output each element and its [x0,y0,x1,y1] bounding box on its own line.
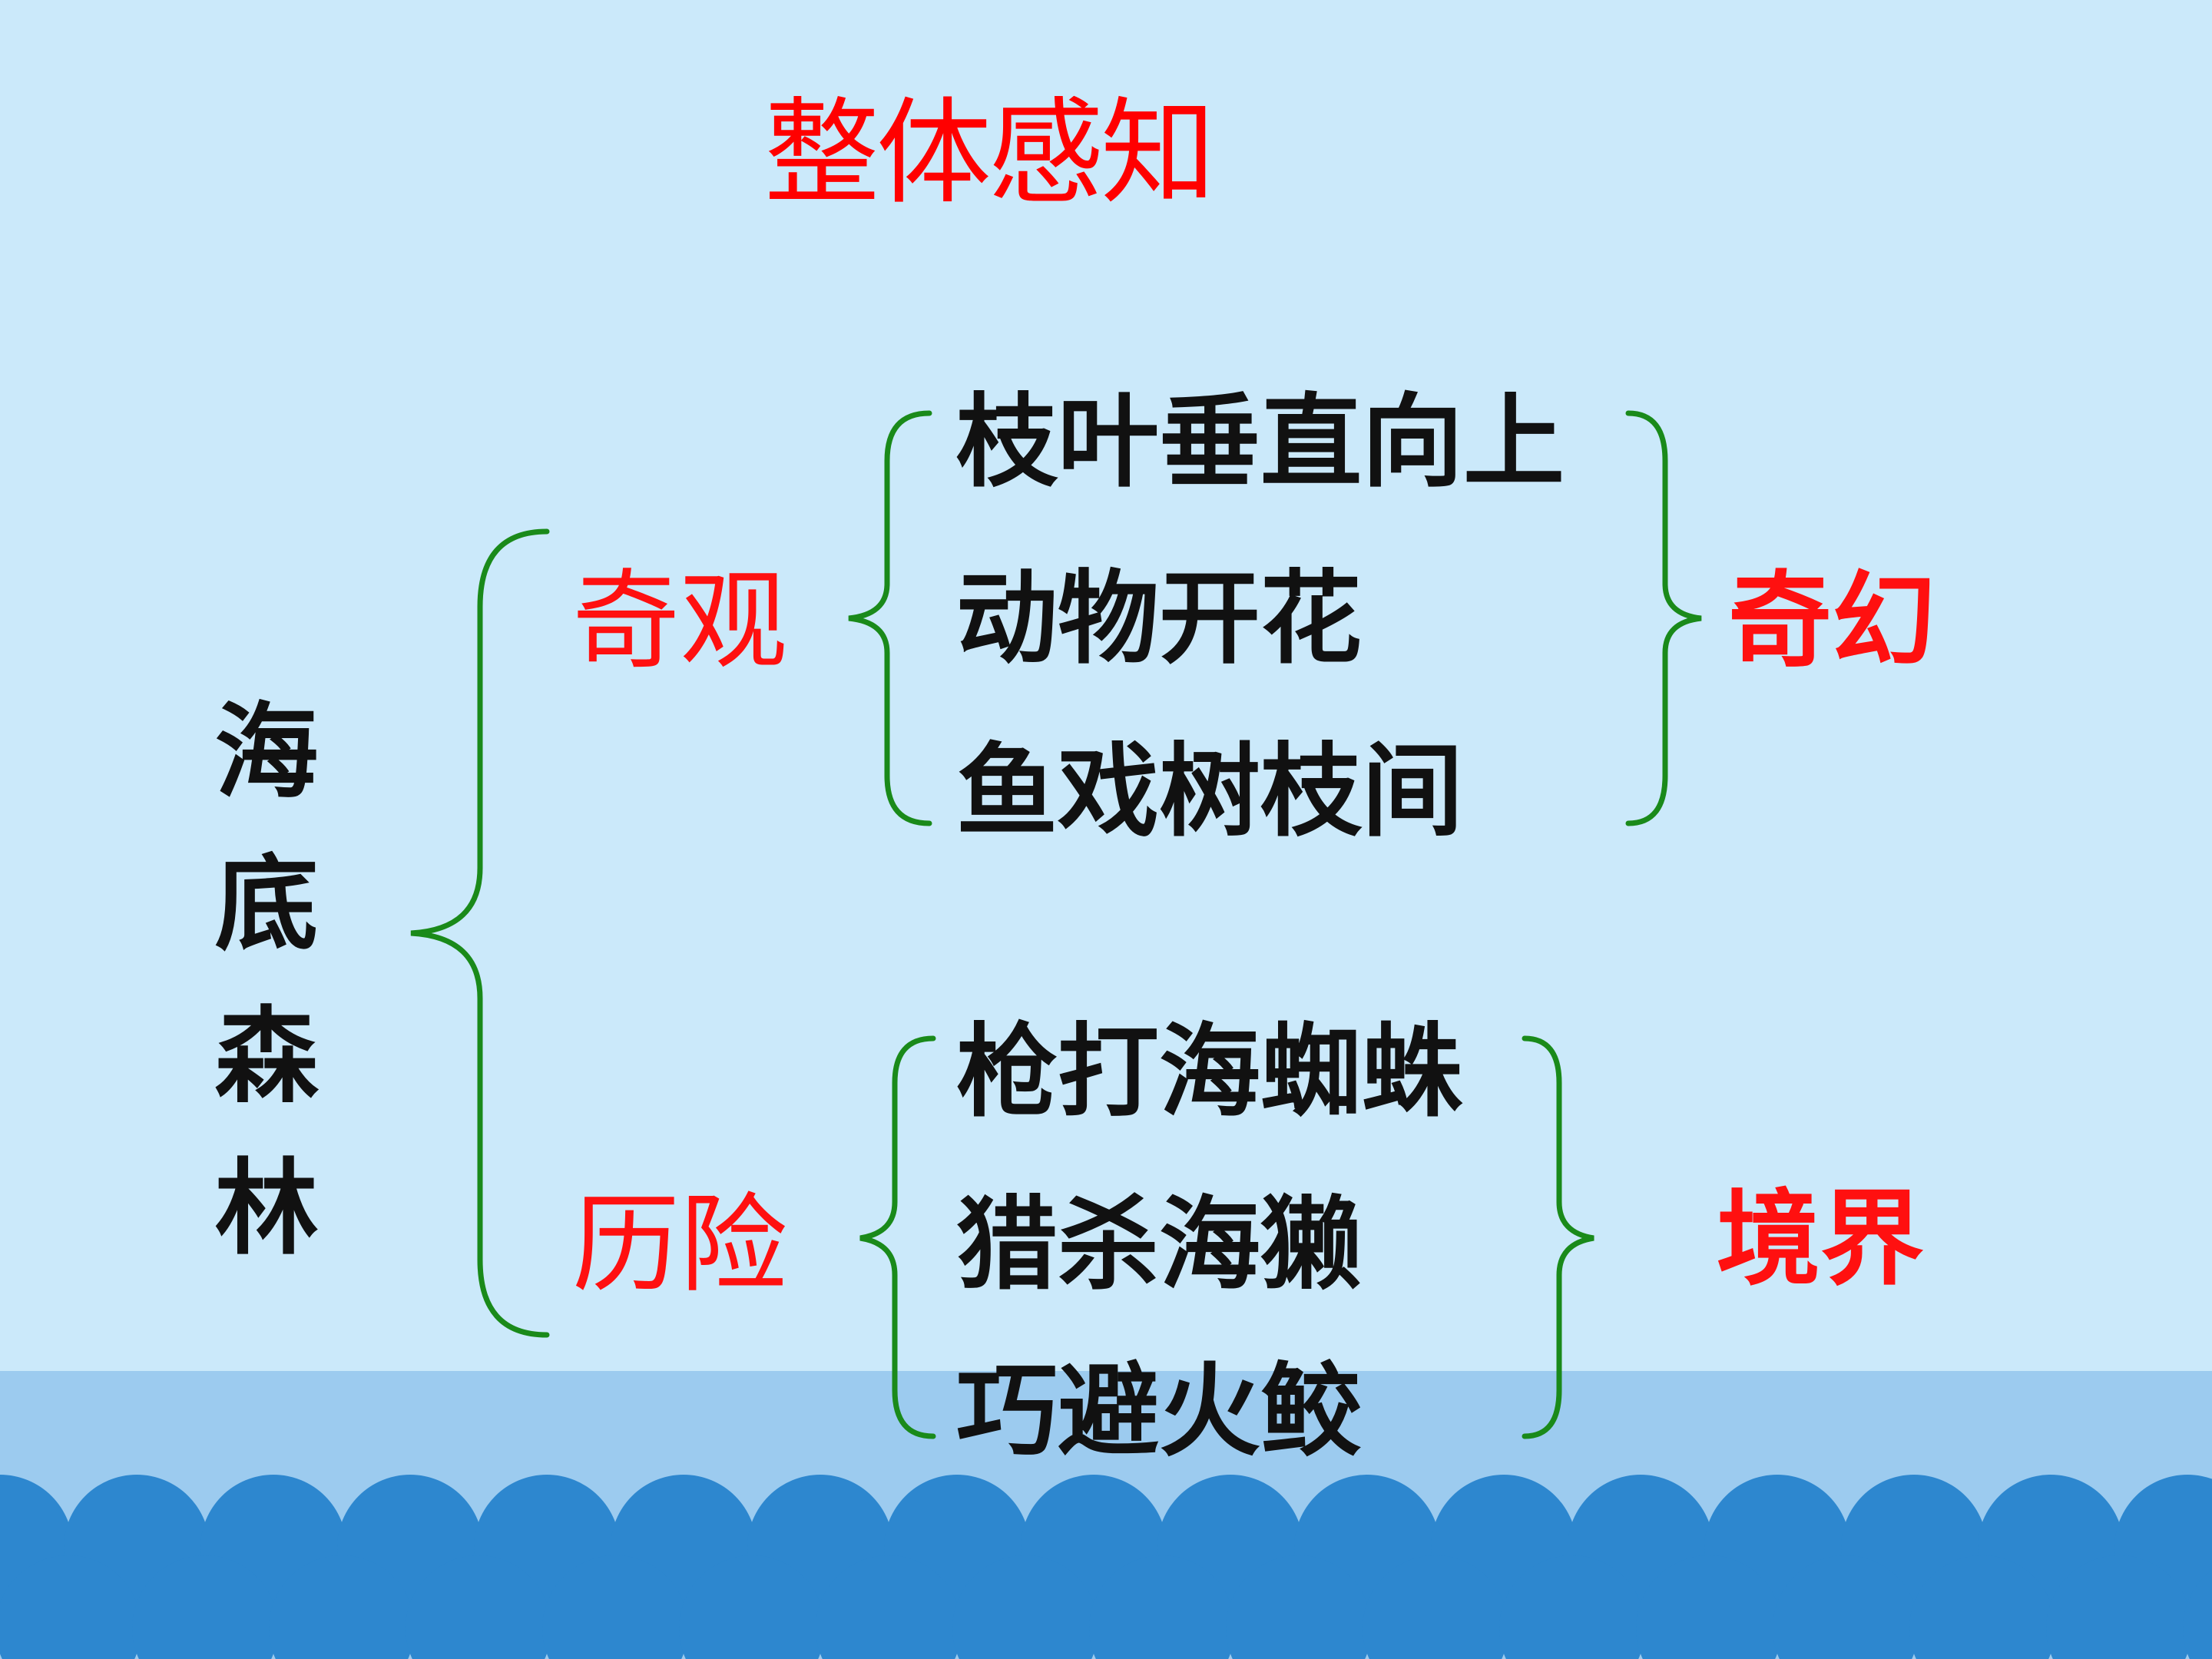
branch2-item-2: 猎杀海獭 [956,1185,1362,1304]
wave-pattern [0,1475,2212,1659]
branch1-item-1: 枝叶垂直向上 [956,382,1565,502]
wave-scallop [542,1555,688,1659]
branch2-item-1: 枪打海蜘蛛 [956,1012,1463,1131]
branch2-item-3: 巧避火鲛 [956,1352,1362,1471]
page-title: 整体感知 [764,87,1216,220]
branch1-item-2: 动物开花 [956,559,1362,678]
branch2-right-brace [1522,1035,1594,1439]
branch1-summary: 奇幻 [1728,559,1936,681]
wave-scallop [1773,1555,1919,1659]
wave-scallop [1636,1555,1782,1659]
branch1-label: 奇观 [572,559,788,684]
wave-scallop [1363,1555,1508,1659]
wave-scallop [0,1555,141,1659]
branch2-summary: 境界 [1717,1177,1924,1300]
wave-scallop [1499,1555,1645,1659]
root-node: 海底森林 [214,690,319,1269]
wave-scallop [1089,1555,1235,1659]
branch1-item-3: 鱼戏树枝间 [956,732,1463,851]
wave-scallop [1226,1555,1372,1659]
branch2-left-brace [859,1035,936,1439]
root-brace [410,528,550,1338]
wave-scallop [2183,1570,2212,1659]
wave-scallop [952,1555,1098,1659]
wave-scallop [132,1555,278,1659]
wave-scallop [816,1555,962,1659]
wave-scallop [2046,1555,2192,1659]
wave-scallop [679,1555,825,1659]
wave-scallop [269,1555,415,1659]
wave-scallop [406,1555,551,1659]
branch1-right-brace [1625,410,1702,826]
wave-scallop [1909,1555,2055,1659]
branch2-label: 历险 [572,1183,788,1308]
branch1-left-brace [848,410,932,826]
